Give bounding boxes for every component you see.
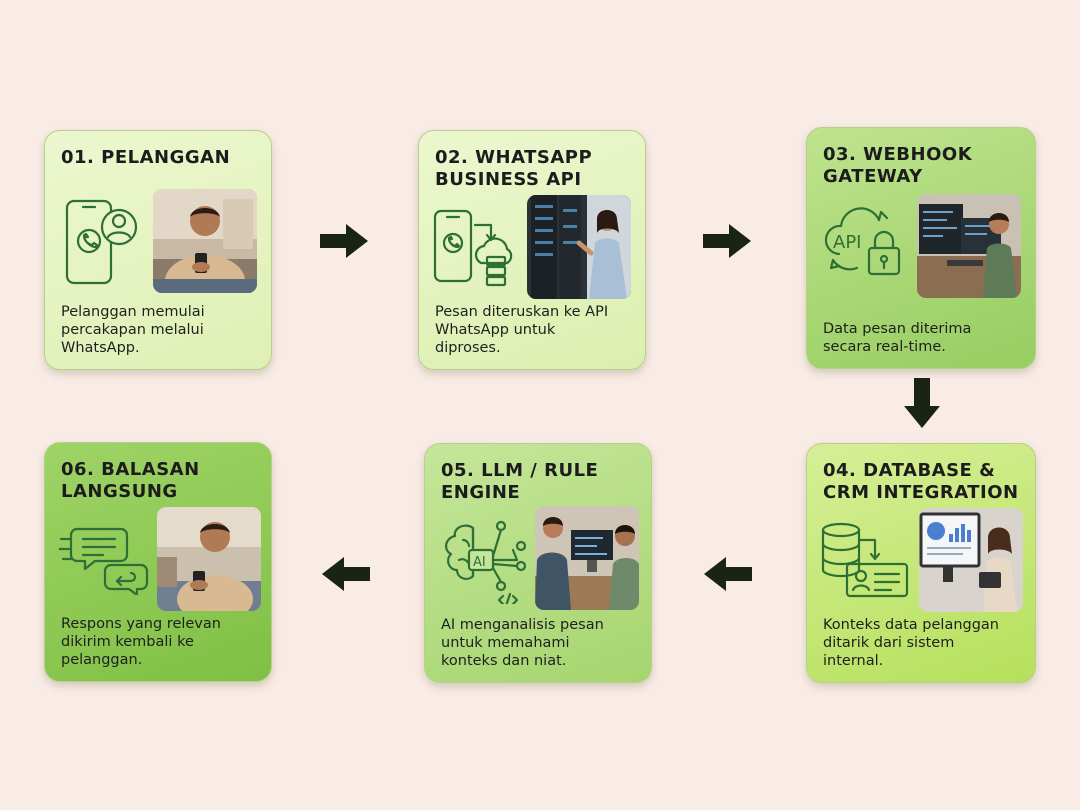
step-title: 01. PELANGGAN [61,147,231,168]
step-card-01: 01. PELANGGAN Pelanggan memulai percakap… [44,130,272,370]
step-card-05: 05. LLM / RULE ENGINE AI [424,443,652,683]
woman-at-server-rack-photo [527,195,631,299]
step-title: 04. DATABASE & CRM INTEGRATION [823,460,1019,503]
chat-bubbles-reply-icon [59,525,155,595]
two-people-at-computer-photo [535,506,639,610]
step-title: 05. LLM / RULE ENGINE [441,460,599,503]
arrow-left-icon [320,555,370,593]
step-description: Konteks data pelanggan ditarik dari sist… [823,617,999,669]
ai-brain-circuit-icon: AI [437,516,533,604]
developer-at-monitors-photo [917,194,1021,298]
man-smiling-at-phone-photo [157,507,261,611]
step-description: Respons yang relevan dikirim kembali ke … [61,616,221,668]
step-card-04: 04. DATABASE & CRM INTEGRATION [806,443,1036,683]
man-using-phone-photo [153,189,257,293]
step-card-03: 03. WEBHOOK GATEWAY API Data pesan diter… [806,127,1036,369]
arrow-left-icon [702,555,752,593]
step-card-06: 06. BALASAN LANGSUNG Respons yang releva [44,442,272,682]
step-description: Pesan diteruskan ke API WhatsApp untuk d… [435,304,609,356]
step-description: Data pesan diterima secara real-time. [823,321,972,355]
arrow-right-icon [703,222,753,260]
step-title: 03. WEBHOOK GATEWAY [823,144,973,187]
step-card-02: 02. WHATSAPP BUSINESS API Pesan d [418,130,646,370]
api-cloud-lock-icon: API [817,198,913,290]
woman-with-tablet-dashboard-photo [919,508,1023,612]
whatsapp-phone-user-icon [63,197,143,287]
arrow-right-icon [320,222,370,260]
api-label: API [833,232,861,253]
step-title: 06. BALASAN LANGSUNG [61,459,200,502]
step-title: 02. WHATSAPP BUSINESS API [435,147,593,190]
whatsapp-phone-cloud-server-icon [431,207,521,287]
ai-label: AI [473,555,486,570]
step-description: Pelanggan memulai percakapan melalui Wha… [61,304,205,356]
step-description: AI menganalisis pesan untuk memahami kon… [441,617,604,669]
arrow-down-icon [902,378,942,430]
database-contact-card-icon [819,520,911,600]
